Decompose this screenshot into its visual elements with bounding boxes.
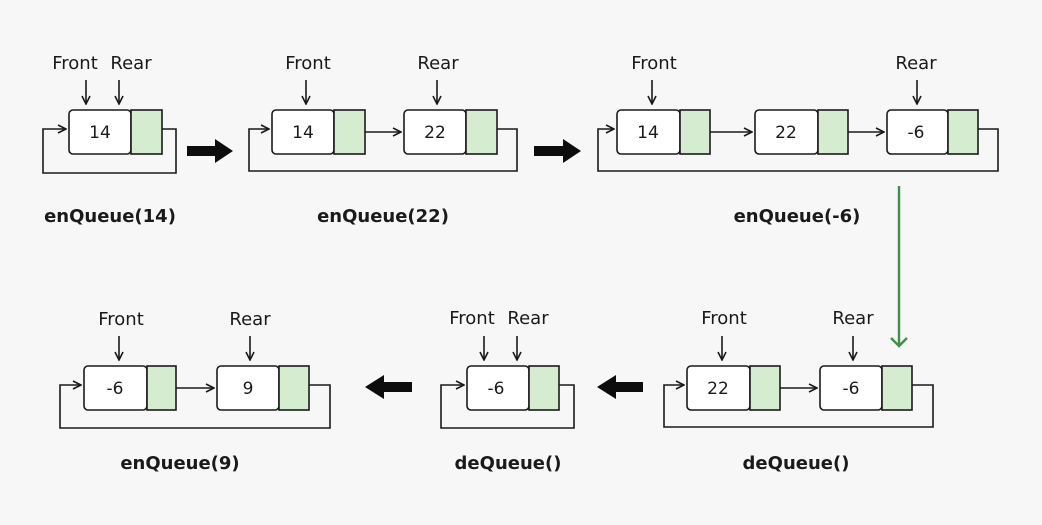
node-pointer-cell [278,365,310,411]
operation-label: enQueue(14) [44,206,176,227]
queue-node: 9 [216,365,310,411]
rear-label: Rear [417,53,459,74]
node-value: -6 [843,379,860,399]
step-enqueue-neg6: Front Rear 14 22 -6 enQueue(-6) [597,53,999,227]
node-value: -6 [488,379,505,399]
node-pointer-cell [146,365,177,411]
node-pointer-cell [528,365,560,411]
node-value: -6 [107,379,124,399]
transition-arrow-right [534,139,581,163]
front-label: Front [285,53,331,74]
queue-node: 14 [616,109,711,155]
node-pointer-cell [881,365,913,411]
queue-node: 14 [68,109,163,155]
transition-arrow-right [187,139,233,163]
node-pointer-cell [749,365,781,411]
operation-label: deQueue() [743,453,850,474]
front-label: Front [98,309,144,330]
node-pointer-cell [333,109,366,155]
front-label: Front [631,53,677,74]
queue-node: 22 [403,109,498,155]
node-pointer-cell [130,109,163,155]
rear-label: Rear [895,53,937,74]
front-label: Front [449,308,495,329]
operation-label: deQueue() [455,453,562,474]
operation-label: enQueue(22) [317,206,449,227]
queue-node: -6 [886,109,979,155]
step-enqueue-9: Front Rear -6 9 enQueue(9) [59,309,331,474]
step-dequeue-2: Front Rear -6 deQueue() [440,308,575,474]
circular-link-arrow [59,385,331,429]
rear-label: Rear [229,309,271,330]
queue-node: -6 [819,365,913,411]
node-value: 22 [707,379,729,399]
circular-link-arrow [42,129,177,174]
queue-node: -6 [466,365,560,411]
node-pointer-cell [465,109,498,155]
queue-node: -6 [83,365,177,411]
node-value: 22 [775,123,797,143]
operation-label: enQueue(9) [120,453,239,474]
node-pointer-cell [947,109,979,155]
operation-label: enQueue(-6) [734,206,861,227]
rear-label: Rear [507,308,549,329]
rear-label: Rear [110,53,152,74]
node-value: -6 [908,123,925,143]
step-dequeue-1: Front Rear 22 -6 deQueue() [663,308,934,474]
transition-arrow-left [365,375,412,399]
node-value: 14 [292,123,314,143]
node-pointer-cell [817,109,849,155]
circular-link-arrow [597,129,999,172]
circular-link-arrow [663,385,934,428]
transition-arrow-left [597,375,643,399]
front-label: Front [701,308,747,329]
circular-link-arrow [248,129,518,172]
step-enqueue-14: Front Rear 14 enQueue(14) [42,53,177,227]
node-value: 14 [637,123,659,143]
front-label: Front [52,53,98,74]
circular-link-arrow [440,385,575,429]
queue-node: 14 [271,109,366,155]
node-value: 22 [424,123,446,143]
queue-node: 22 [686,365,781,411]
node-pointer-cell [679,109,711,155]
rear-label: Rear [832,308,874,329]
node-value: 9 [243,379,254,399]
node-value: 14 [89,123,111,143]
step-enqueue-22: Front Rear 14 22 enQueue(22) [248,53,518,227]
queue-node: 22 [754,109,849,155]
